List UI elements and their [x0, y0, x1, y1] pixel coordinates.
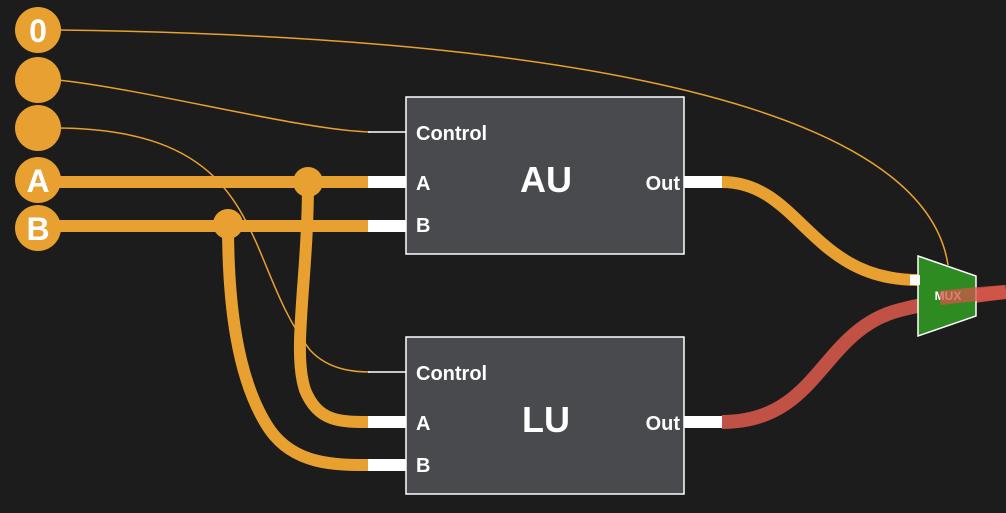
lu-control-label: Control — [416, 363, 487, 385]
lu-a-pin — [368, 416, 406, 428]
input-control-1[interactable] — [15, 57, 61, 103]
au-control-label: Control — [416, 123, 487, 145]
au-out-label: Out — [646, 173, 681, 195]
lu-out-pin — [684, 416, 722, 428]
lu-block[interactable]: Control A B Out LU — [368, 336, 722, 495]
au-b-pin — [368, 220, 406, 232]
wire-control1-to-au — [57, 79, 371, 133]
wire-mux-output — [939, 285, 1006, 305]
input-b[interactable]: B — [15, 205, 61, 251]
lu-b-label: B — [416, 455, 430, 477]
wire-a-to-lu — [293, 181, 371, 428]
wire-au-out-to-mux — [721, 176, 919, 286]
input-a-label: A — [26, 163, 49, 199]
input-a[interactable]: A — [15, 157, 61, 203]
input-zero[interactable]: 0 — [15, 7, 61, 53]
junction-b — [213, 209, 243, 239]
lu-title: LU — [522, 399, 570, 440]
au-out-pin — [684, 176, 722, 188]
wire-b-to-lu — [222, 223, 371, 471]
mux-in-pin-1 — [910, 275, 920, 285]
lu-b-pin — [368, 459, 406, 471]
lu-out-label: Out — [646, 413, 681, 435]
au-b-label: B — [416, 215, 430, 237]
au-title: AU — [520, 159, 572, 200]
junction-a — [293, 167, 323, 197]
input-zero-label: 0 — [29, 13, 47, 49]
au-a-pin — [368, 176, 406, 188]
input-control-2[interactable] — [15, 105, 61, 151]
au-block[interactable]: Control A B Out AU — [368, 96, 722, 255]
au-a-label: A — [416, 173, 430, 195]
lu-a-label: A — [416, 413, 430, 435]
input-b-label: B — [26, 211, 49, 247]
wire-control2-to-lu — [57, 127, 371, 373]
wire-zero-to-mux — [57, 29, 949, 266]
